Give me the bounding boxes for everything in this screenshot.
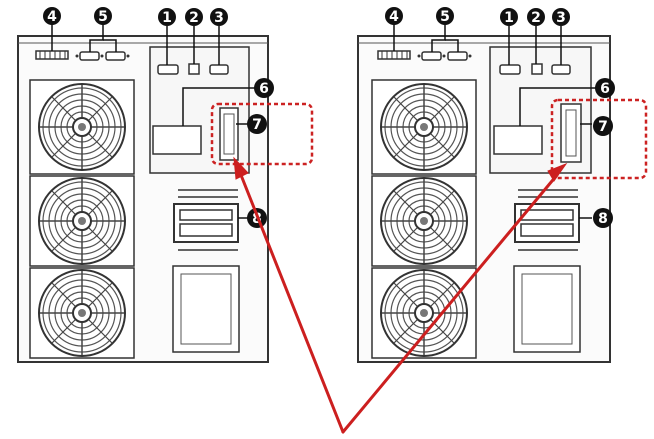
rs232-port [157, 64, 179, 75]
epo-port [209, 64, 229, 75]
svg-text:8: 8 [598, 211, 608, 227]
intelligent-slot [560, 103, 582, 163]
highlight-box [550, 98, 648, 180]
cooling-fan-1 [371, 79, 477, 175]
arrow-to-right-slot [341, 173, 559, 434]
badge-4: 4 [43, 7, 61, 25]
badge-2: 2 [185, 8, 203, 26]
intelligent-slot [219, 107, 239, 161]
svg-text:3: 3 [556, 10, 566, 26]
terminal-cover [513, 265, 581, 353]
arrowhead-left [233, 156, 249, 180]
badge-7: 7 [247, 114, 267, 134]
badge-6: 6 [595, 78, 615, 98]
svg-text:5: 5 [440, 9, 450, 25]
ups-unit-left: 4 5 1 2 3 6 7 8 [17, 7, 314, 363]
svg-text:5: 5 [98, 9, 108, 25]
cooling-fan-2 [371, 175, 477, 267]
terminal-cover [172, 265, 240, 353]
parallel-port-b [105, 51, 126, 61]
badge-7: 7 [593, 116, 613, 136]
snmp-slot [493, 125, 543, 155]
svg-text:1: 1 [504, 10, 514, 26]
cooling-fan-1 [29, 79, 135, 175]
badge-3: 3 [210, 8, 228, 26]
cooling-fan-3 [29, 267, 135, 359]
svg-text:2: 2 [189, 10, 199, 26]
terminal-block [35, 50, 69, 60]
svg-text:6: 6 [600, 81, 610, 97]
svg-text:1: 1 [162, 10, 172, 26]
parallel-port-a [421, 51, 442, 61]
snmp-slot [152, 125, 202, 155]
badge-3: 3 [552, 8, 570, 26]
svg-text:7: 7 [598, 119, 608, 135]
arrowhead-right [547, 162, 568, 182]
arrow-to-left-slot [237, 168, 345, 434]
usb-port [531, 63, 543, 75]
badge-8: 8 [593, 208, 613, 228]
highlight-box [210, 102, 314, 166]
svg-text:4: 4 [47, 9, 57, 25]
badge-6: 6 [254, 78, 274, 98]
terminal-block [377, 50, 411, 60]
svg-text:6: 6 [259, 81, 269, 97]
badge-1: 1 [158, 8, 176, 26]
input-breaker [173, 189, 239, 251]
pointer-arrows [233, 156, 568, 434]
badge-2: 2 [527, 8, 545, 26]
epo-port [551, 64, 571, 75]
badge-5: 5 [436, 7, 454, 25]
ups-unit-right: 4 5 1 2 3 6 7 8 [357, 7, 648, 363]
usb-port [188, 63, 200, 75]
svg-text:4: 4 [389, 9, 399, 25]
parallel-port-a [79, 51, 100, 61]
input-breaker [514, 189, 580, 251]
badge-4: 4 [385, 7, 403, 25]
parallel-port-b [447, 51, 468, 61]
svg-text:7: 7 [252, 117, 262, 133]
cooling-fan-2 [29, 175, 135, 267]
badge-5: 5 [94, 7, 112, 25]
svg-text:3: 3 [214, 10, 224, 26]
cooling-fan-3 [371, 267, 477, 359]
svg-text:2: 2 [531, 10, 541, 26]
rs232-port [499, 64, 521, 75]
badge-1: 1 [500, 8, 518, 26]
